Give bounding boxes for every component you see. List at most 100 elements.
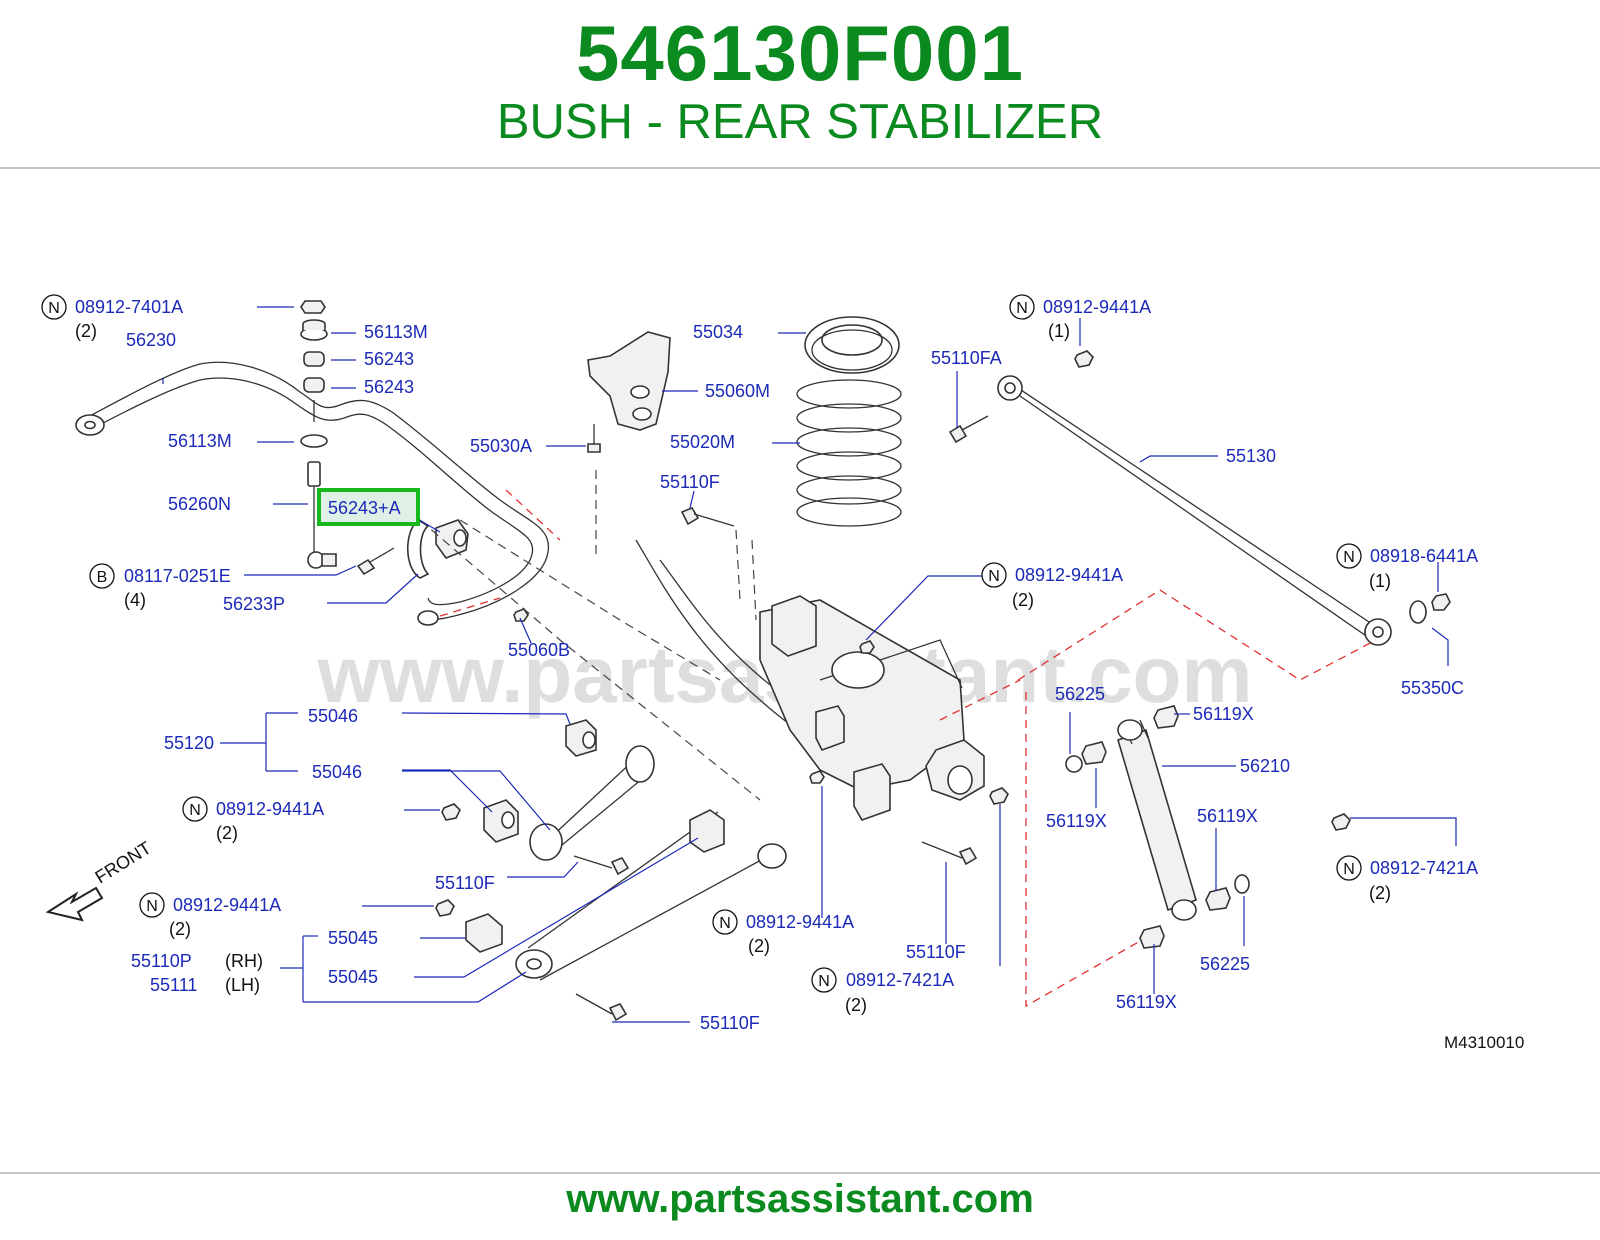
callout-n1[interactable]: N 08912-7401A (2) — [48, 297, 183, 341]
part-label-55110p[interactable]: 55110P — [131, 951, 192, 971]
part-label-56225[interactable]: 56225 — [1200, 954, 1250, 974]
quantity-label: (1) — [1369, 571, 1391, 591]
part-label-55046[interactable]: 55046 — [308, 706, 358, 726]
lateral-rod-drawing — [948, 350, 1451, 646]
upper-link-drawing — [441, 719, 655, 876]
bottom-divider — [0, 1172, 1600, 1174]
stabilizer-bar-drawing — [75, 361, 550, 626]
callout-mark: N — [1016, 300, 1028, 317]
part-label-56230[interactable]: 56230 — [126, 330, 176, 350]
callout-n5[interactable]: N 08912-9441A (2) — [189, 799, 324, 843]
part-label-56243-a-highlighted[interactable]: 56243+A — [328, 498, 401, 518]
part-label[interactable]: 08912-7401A — [75, 297, 183, 317]
front-arrow: FRONT — [45, 838, 155, 922]
diagram-code: M4310010 — [1444, 1033, 1524, 1052]
part-label[interactable]: 08912-7421A — [1370, 858, 1478, 878]
leader-lines — [162, 306, 1457, 1023]
callout-n7[interactable]: N 08912-9441A (2) — [719, 912, 854, 956]
part-label-55110f[interactable]: 55110F — [906, 942, 966, 962]
quantity-label: (2) — [1369, 883, 1391, 903]
quantity-label: (2) — [75, 321, 97, 341]
side-label-rh: (RH) — [225, 951, 263, 971]
quantity-label: (4) — [124, 590, 146, 610]
part-label[interactable]: 08912-9441A — [216, 799, 324, 819]
part-label-55130[interactable]: 55130 — [1226, 446, 1276, 466]
lower-link-drawing — [435, 507, 978, 1022]
part-label-56243[interactable]: 56243 — [364, 377, 414, 397]
part-label-55110f[interactable]: 55110F — [700, 1013, 760, 1033]
quantity-label: (1) — [1048, 321, 1070, 341]
quantity-label: (2) — [169, 919, 191, 939]
part-label-55045[interactable]: 55045 — [328, 928, 378, 948]
part-label[interactable]: 08912-7421A — [846, 970, 954, 990]
part-label-55030a[interactable]: 55030A — [470, 436, 532, 456]
callout-b1[interactable]: B 08117-0251E (4) — [97, 566, 231, 610]
callout-n4[interactable]: N 08918-6441A (1) — [1343, 546, 1478, 591]
axle-assembly-drawing — [635, 539, 985, 821]
part-number-title: 546130F001 — [575, 9, 1025, 97]
callout-n9[interactable]: N 08912-7421A (2) — [1343, 858, 1478, 903]
callout-circles — [41, 294, 1362, 993]
part-label-55350c[interactable]: 55350C — [1401, 678, 1464, 698]
part-label-55060m[interactable]: 55060M — [705, 381, 770, 401]
part-label[interactable]: 08117-0251E — [124, 566, 231, 586]
callout-mark: N — [189, 802, 201, 819]
part-label[interactable]: 08912-9441A — [173, 895, 281, 915]
part-label-56225[interactable]: 56225 — [1055, 684, 1105, 704]
part-label-55034[interactable]: 55034 — [693, 322, 743, 342]
part-label-56119x[interactable]: 56119X — [1046, 811, 1107, 831]
part-label-56119x[interactable]: 56119X — [1116, 992, 1177, 1012]
spring-seat-bracket-drawing — [587, 331, 671, 453]
construction-lines — [419, 470, 1377, 1008]
callout-mark: B — [97, 569, 108, 586]
part-label-56260n[interactable]: 56260N — [168, 494, 231, 514]
callout-mark: N — [818, 973, 830, 990]
part-label-55110f[interactable]: 55110F — [660, 472, 720, 492]
callout-n3[interactable]: N 08912-9441A (2) — [988, 565, 1123, 610]
page-header: 546130F001 BUSH - REAR STABILIZER — [0, 0, 1600, 168]
part-label-56243[interactable]: 56243 — [364, 349, 414, 369]
part-label-55020m[interactable]: 55020M — [670, 432, 735, 452]
coil-spring-drawing — [796, 379, 902, 527]
part-label-55111[interactable]: 55111 — [150, 975, 197, 995]
quantity-label: (2) — [1012, 590, 1034, 610]
top-divider — [0, 167, 1600, 169]
callout-n6[interactable]: N 08912-9441A (2) — [146, 895, 281, 939]
callout-mark: N — [1343, 861, 1355, 878]
shock-absorber-drawing — [989, 705, 1351, 949]
part-label-55046[interactable]: 55046 — [312, 762, 362, 782]
footer-url[interactable]: www.partsassistant.com — [566, 1177, 1034, 1221]
front-label: FRONT — [92, 838, 155, 888]
quantity-label: (2) — [748, 936, 770, 956]
spring-insulator-drawing — [804, 316, 900, 374]
part-label-55045[interactable]: 55045 — [328, 967, 378, 987]
part-label-55110f[interactable]: 55110F — [435, 873, 495, 893]
part-label-55120[interactable]: 55120 — [164, 733, 214, 753]
part-label-56210[interactable]: 56210 — [1240, 756, 1290, 776]
part-label-55060b[interactable]: 55060B — [508, 640, 570, 660]
part-description: BUSH - REAR STABILIZER — [496, 95, 1104, 149]
part-label[interactable]: 08918-6441A — [1370, 546, 1478, 566]
part-label-55110fa[interactable]: 55110FA — [931, 348, 1002, 368]
part-label-56119x[interactable]: 56119X — [1193, 704, 1254, 724]
part-labels: 56113M 56230 56243 56243 56113M 56260N 5… — [126, 322, 1524, 1052]
part-label[interactable]: 08912-9441A — [1015, 565, 1123, 585]
link-hardware-drawing — [300, 300, 469, 579]
callout-mark: N — [48, 300, 60, 317]
callout-n2[interactable]: N 08912-9441A (1) — [1016, 297, 1151, 341]
side-label-lh: (LH) — [225, 975, 260, 995]
quantity-label: (2) — [845, 995, 867, 1015]
callout-n8[interactable]: N 08912-7421A (2) — [818, 970, 954, 1015]
callout-mark: N — [146, 898, 158, 915]
highlight-box — [317, 488, 420, 526]
part-label-56233p[interactable]: 56233P — [223, 594, 285, 614]
part-label-56113m[interactable]: 56113M — [168, 431, 232, 451]
part-label[interactable]: 08912-9441A — [746, 912, 854, 932]
callout-mark: N — [719, 915, 731, 932]
part-label-56113m[interactable]: 56113M — [364, 322, 428, 342]
callout-mark: N — [988, 568, 1000, 585]
callout-mark: N — [1343, 549, 1355, 566]
part-label[interactable]: 08912-9441A — [1043, 297, 1151, 317]
part-label-56119x[interactable]: 56119X — [1197, 806, 1258, 826]
